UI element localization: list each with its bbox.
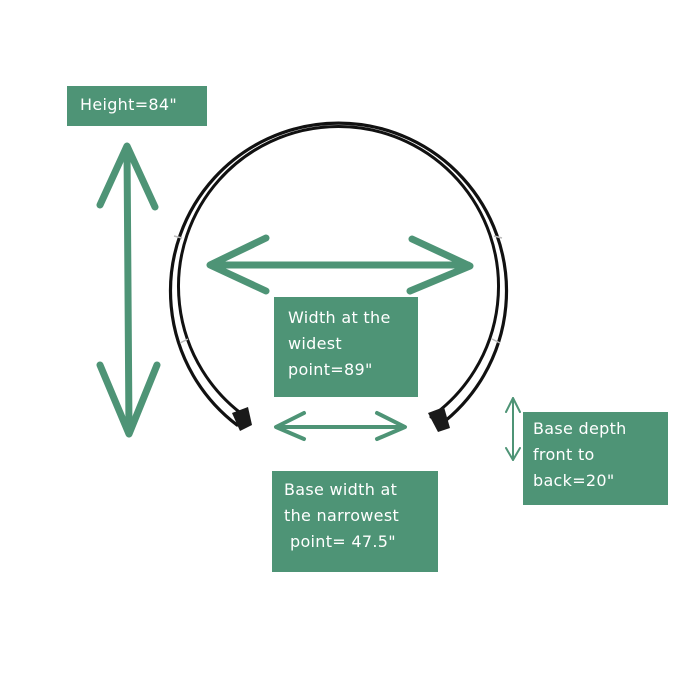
base-depth-label-line: back=20" xyxy=(533,471,615,490)
widest-width-label-line: widest xyxy=(288,334,342,353)
base-depth-label-line: Base depth xyxy=(533,419,627,438)
arch-base-feet xyxy=(232,407,450,432)
left-foot xyxy=(232,407,252,431)
base-depth-label-line: front to xyxy=(533,445,595,464)
arch-inner-tube xyxy=(177,125,500,419)
arch-outer-tube xyxy=(168,121,509,427)
height-arrow-icon xyxy=(96,142,161,438)
arch-frame xyxy=(168,121,509,427)
base-width-label-line: the narrowest xyxy=(284,506,400,525)
base-width-label-line: point= 47.5" xyxy=(290,532,396,551)
base-width-label: Base width at the narrowest point= 47.5" xyxy=(272,471,438,572)
height-label: Height=84" xyxy=(67,86,207,126)
widest-width-arrow-icon xyxy=(206,234,474,295)
widest-width-label-line: Width at the xyxy=(288,308,391,327)
base-width-arrow-icon xyxy=(274,411,407,441)
base-depth-label: Base depth front to back=20" xyxy=(523,412,668,505)
right-foot xyxy=(428,407,450,432)
base-width-label-line: Base width at xyxy=(284,480,398,499)
base-depth-arrow-icon xyxy=(505,397,521,461)
widest-width-label-line: point=89" xyxy=(288,360,373,379)
height-label-line: Height=84" xyxy=(80,95,178,114)
widest-width-label: Width at the widest point=89" xyxy=(274,297,418,397)
arch-connectors xyxy=(173,235,503,344)
